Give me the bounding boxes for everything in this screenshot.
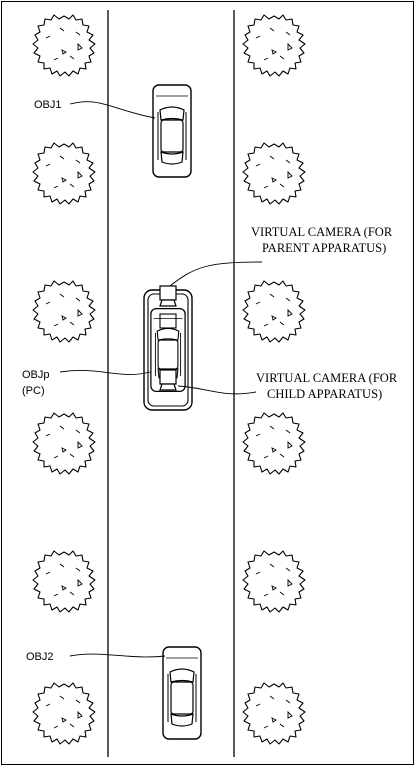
leader-cam-child (177, 385, 257, 395)
label-obj2: OBJ2 (26, 651, 54, 663)
leader-obj2 (69, 653, 166, 658)
label-obj1: OBJ1 (34, 99, 62, 111)
label-camera-child-line1: VIRTUAL CAMERA (FOR (256, 371, 398, 385)
leader-obj1 (69, 101, 156, 119)
tree-icon (242, 14, 306, 77)
leader-cam-parent (169, 261, 263, 287)
tree-icon (32, 682, 96, 745)
tree-icon (32, 280, 96, 343)
tree-icon (32, 14, 96, 77)
car-icon (162, 646, 202, 740)
camera-icon (159, 369, 177, 391)
tree-icon (242, 280, 306, 343)
player-car (143, 289, 193, 411)
tree-icon (242, 550, 306, 613)
tree-icon (32, 550, 96, 613)
label-camera-child-line2: CHILD APPARATUS) (267, 387, 382, 401)
label-camera-parent-line1: VIRTUAL CAMERA (FOR (251, 225, 393, 239)
label-camera-parent-line2: PARENT APPARATUS) (262, 241, 386, 255)
tree-icon (32, 412, 96, 475)
tree-icon (242, 142, 306, 205)
car-icon (152, 84, 192, 178)
tree-icon (32, 142, 96, 205)
label-objp: OBJp (22, 369, 50, 381)
camera-icon (159, 285, 177, 307)
tree-icon (242, 682, 306, 745)
label-objp-pc: (PC) (22, 385, 45, 397)
camera-icon (159, 313, 177, 329)
leader-objp (59, 370, 151, 375)
tree-icon (242, 412, 306, 475)
